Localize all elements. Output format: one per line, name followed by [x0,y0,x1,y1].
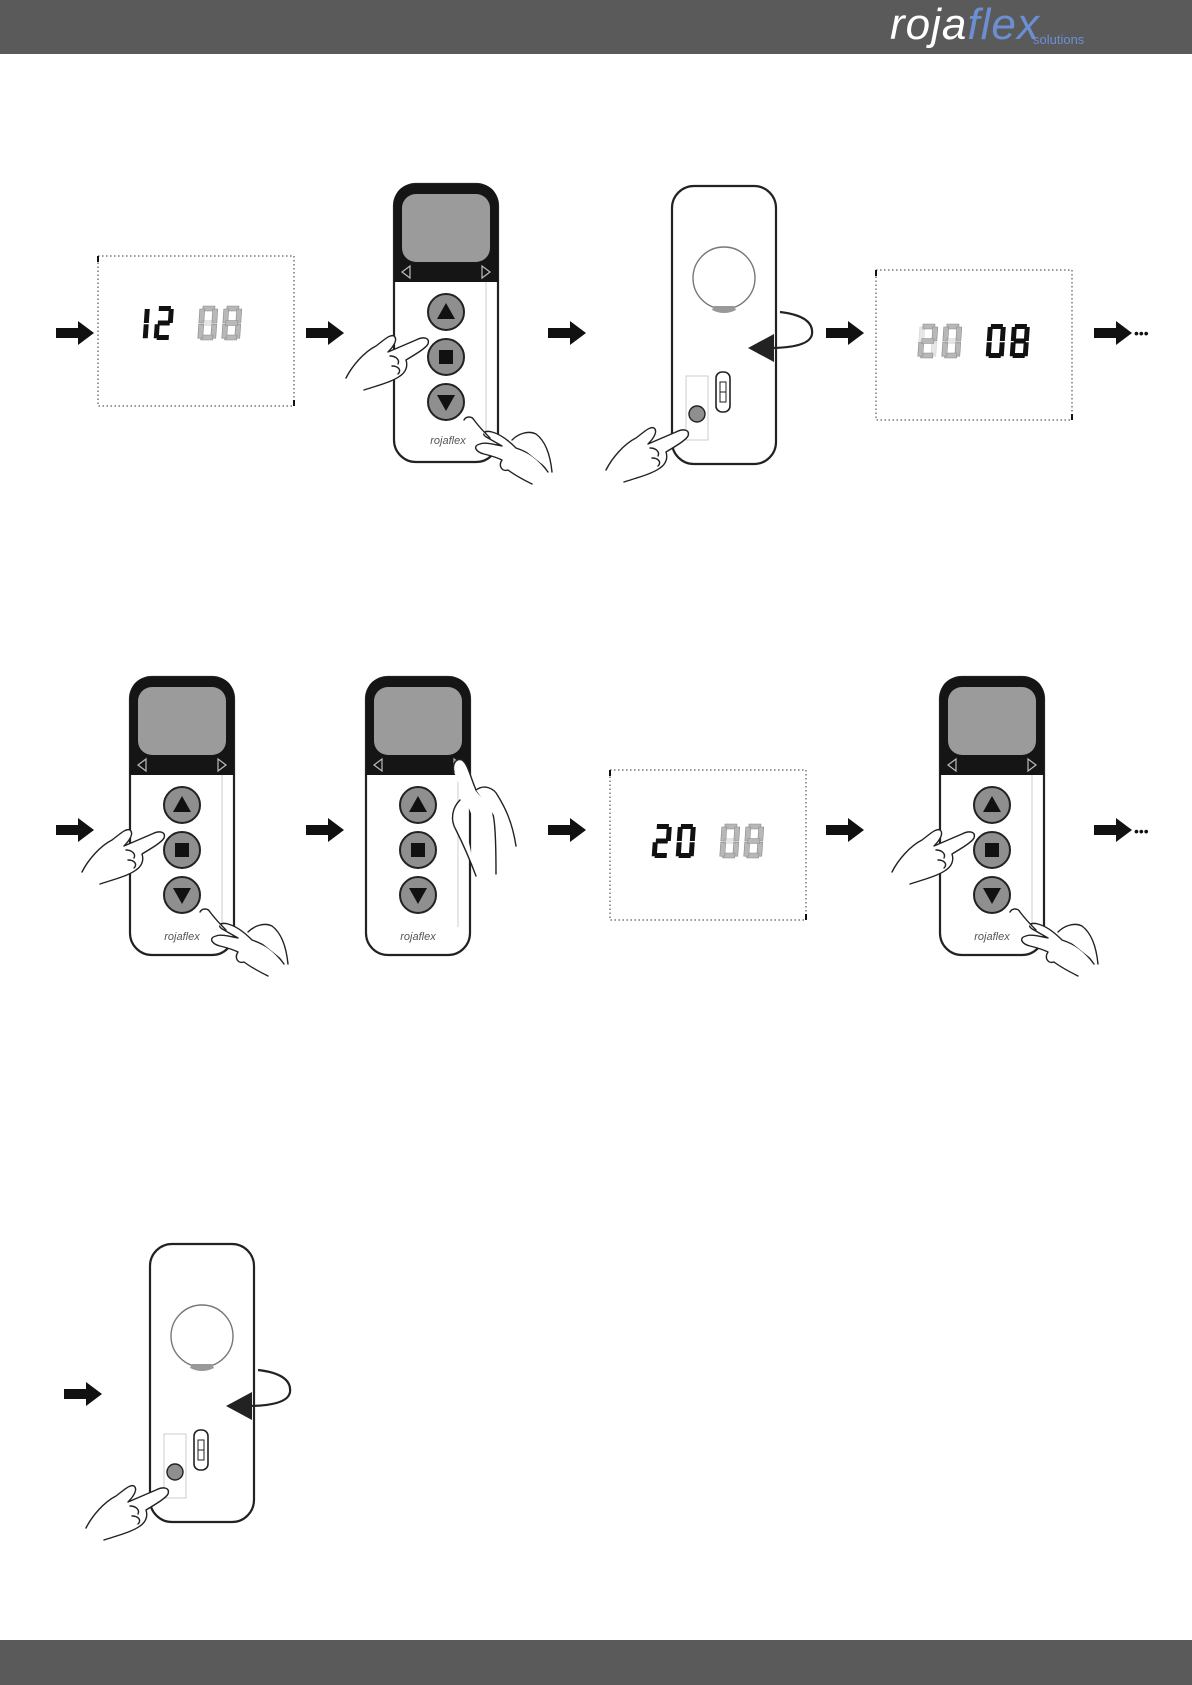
step-arrow-icon [306,321,344,345]
lcd-segment [1010,342,1016,356]
lcd-segment [918,342,924,356]
lcd-segment [946,339,958,344]
lcd-segment [744,842,750,856]
lcd-segment [676,842,682,856]
lcd-segment [677,827,683,841]
hand-pressing-icon [200,909,288,976]
lcd-segment [652,842,658,856]
remote-front-view [940,677,1044,955]
lcd-segment [986,342,992,356]
lcd-segment [158,321,170,326]
footer-bar [0,1640,1192,1685]
lcd-segment [922,339,934,344]
step-arrow-icon [64,1382,102,1406]
remote-brand-label: rojaflex [430,435,466,447]
lcd-display-3 [652,824,764,858]
lcd-frame [98,256,294,406]
lcd-segment [222,324,228,338]
remote-front-view [130,677,234,955]
hand-pressing-icon [464,417,552,484]
step-arrow-icon [1094,321,1132,345]
lcd-segment [198,324,204,338]
lcd-segment [143,324,149,338]
step-arrow-icon [826,818,864,842]
lcd-segment [942,342,948,356]
lcd-segment [226,321,238,326]
lcd-frame [876,270,1072,420]
remote-back-view [672,186,776,464]
instruction-illustration: rojaflex ••• rojaflex rojaflex rojaflex … [0,0,1192,1640]
remote-back-view [150,1244,254,1522]
continue-marker: ••• [1134,823,1149,839]
lcd-segment [1014,339,1026,344]
lcd-display-2 [918,324,1030,358]
lcd-segment [987,327,993,341]
lcd-display-1 [143,306,242,340]
step-arrow-icon [548,321,586,345]
step-arrow-icon [1094,818,1132,842]
lcd-segment [690,827,696,841]
lcd-segment [144,309,150,323]
lcd-segment [724,839,736,844]
step-arrow-icon [306,818,344,842]
lcd-frame [610,770,806,920]
remote-brand-label: rojaflex [400,931,436,943]
step-arrow-icon [56,321,94,345]
step-arrow-icon [548,818,586,842]
remote-brand-label: rojaflex [974,931,1010,943]
lcd-segment [656,839,668,844]
lcd-segment [154,324,160,338]
hand-pressing-icon [1010,909,1098,976]
remote-brand-label: rojaflex [164,931,200,943]
continue-marker: ••• [1134,325,1149,341]
step-arrow-icon [826,321,864,345]
lcd-segment [720,842,726,856]
step-arrow-icon [56,818,94,842]
lcd-segment [748,839,760,844]
lcd-segment [202,321,214,326]
remote-front-view [394,184,498,462]
lcd-segment [1000,327,1006,341]
